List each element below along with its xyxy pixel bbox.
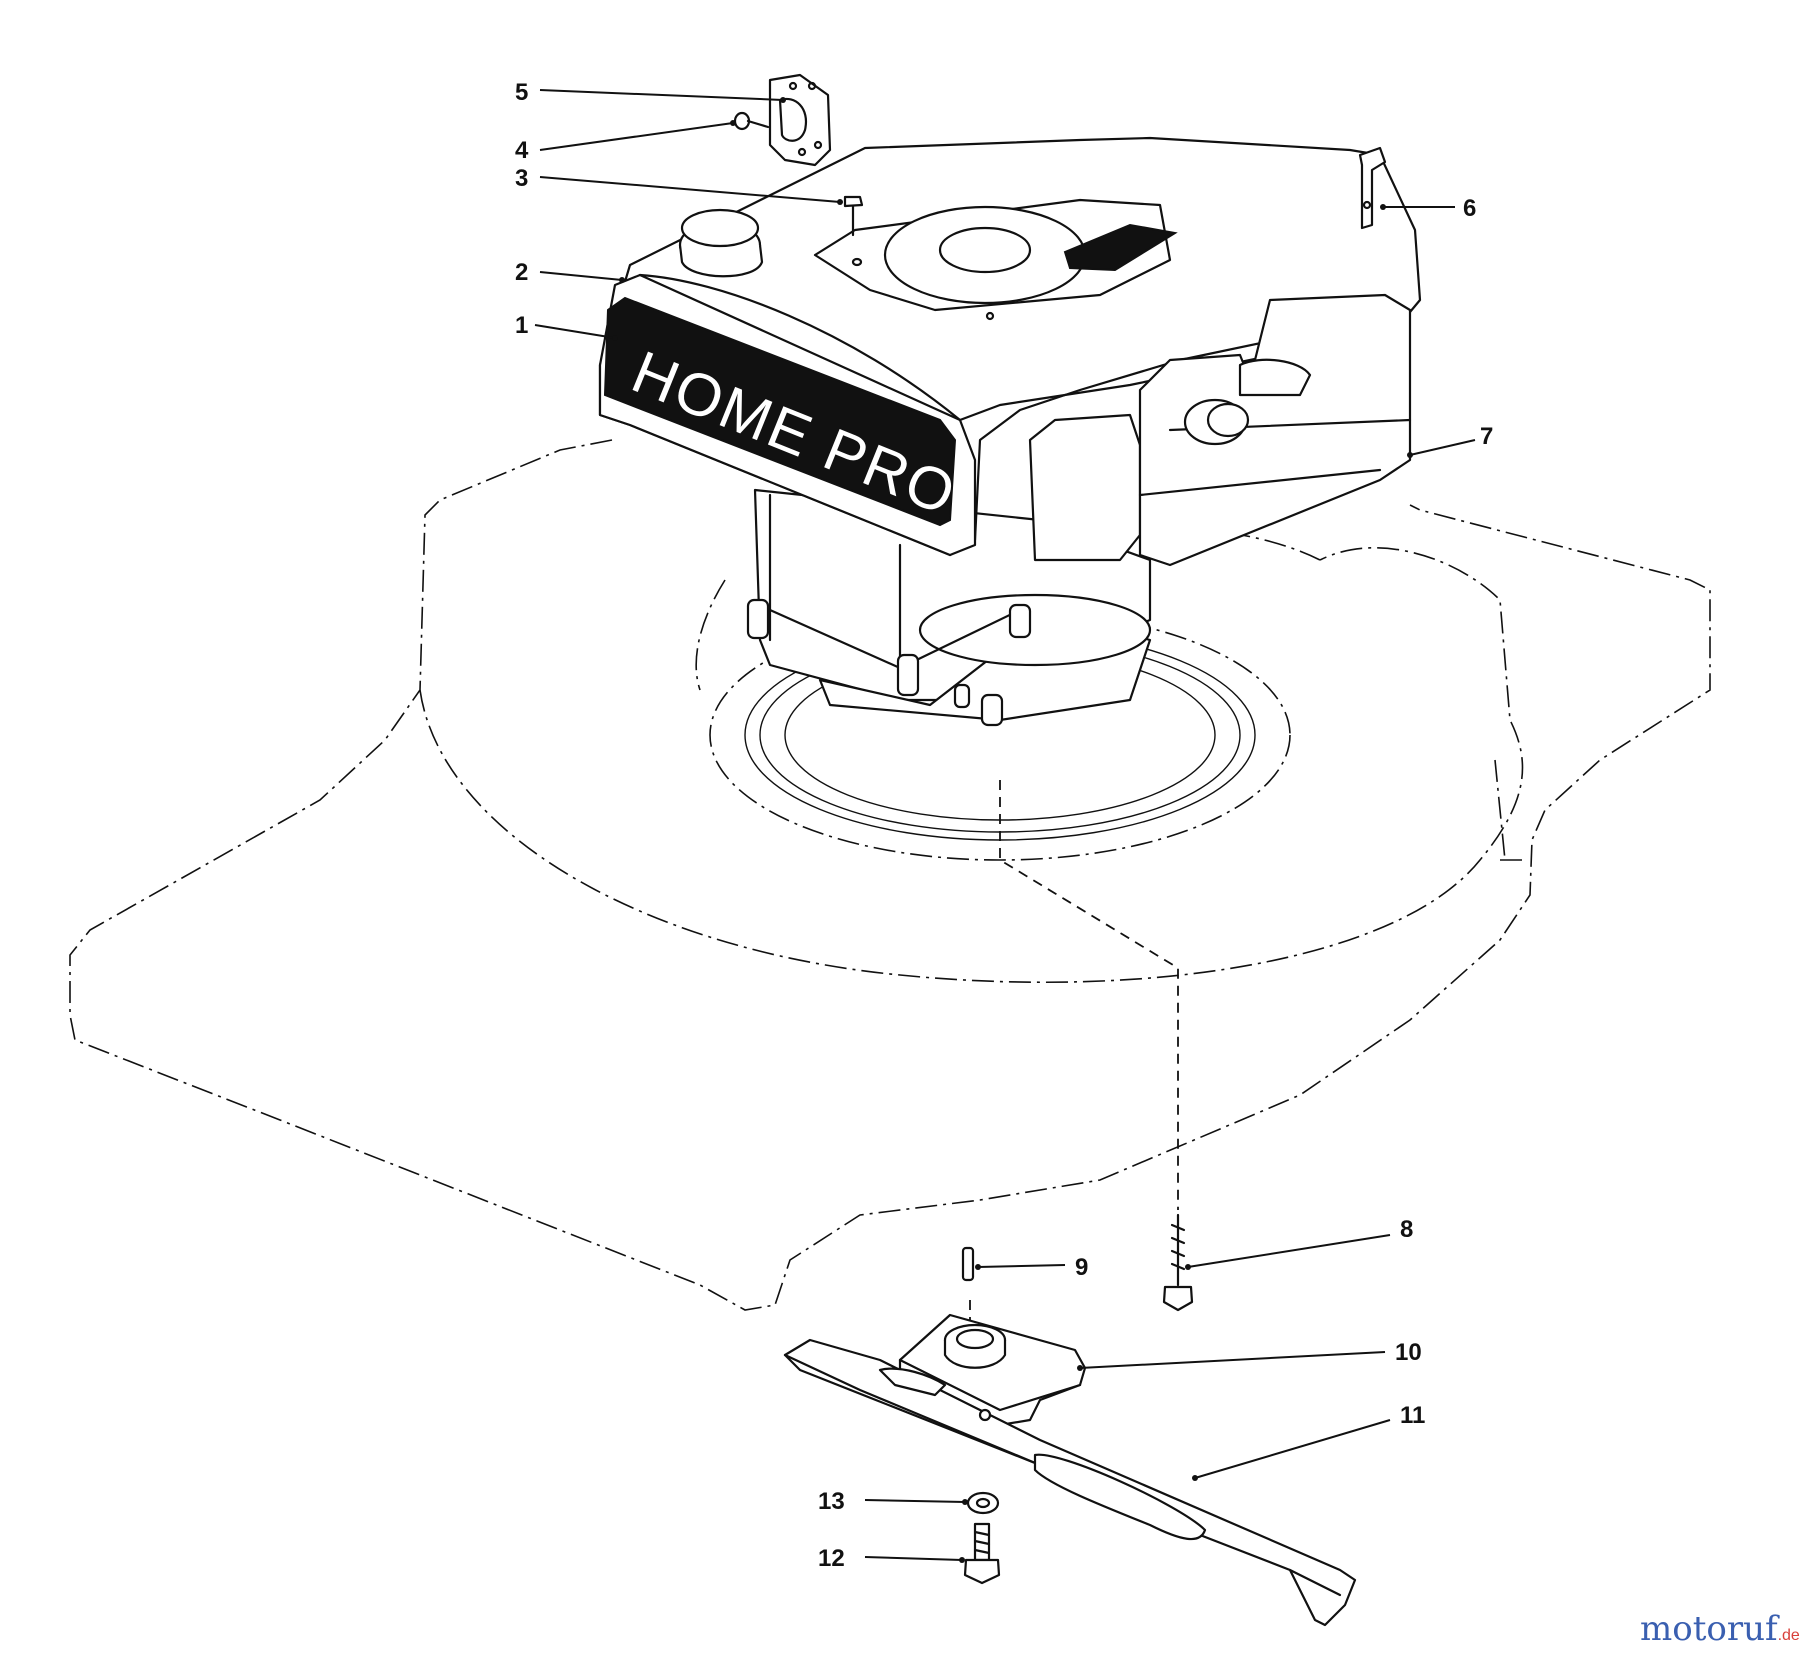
- callout-7: 7: [1480, 423, 1493, 450]
- svg-text:motoruf.de: motoruf.de: [1640, 1609, 1800, 1649]
- callout-6: 6: [1463, 195, 1476, 222]
- part-13-washer-icon: [966, 1491, 1000, 1515]
- callouts: 1 2 3 4 5 6 7 8 9 10: [515, 79, 1493, 1572]
- part-8-bolt-icon: [1162, 1213, 1194, 1312]
- engine-assembly: HOME PRO: [598, 136, 1422, 727]
- callout-2: 2: [515, 259, 528, 286]
- assembly-path-line: [999, 780, 1179, 1210]
- part-12-bolt-icon: [963, 1522, 1001, 1585]
- motoruf-watermark-logo: motoruf.de: [1640, 1609, 1800, 1649]
- watermark-main: motoruf: [1640, 1609, 1780, 1649]
- callout-10: 10: [1395, 1339, 1422, 1366]
- part-4-screw-icon: [733, 111, 770, 131]
- callout-11: 11: [1400, 1402, 1425, 1429]
- callout-4: 4: [515, 137, 529, 164]
- callout-5: 5: [515, 79, 528, 106]
- callout-12: 12: [818, 1545, 845, 1572]
- part-6-bracket: [1358, 146, 1387, 230]
- callout-1: 1: [515, 312, 528, 339]
- part-3-screw-icon: [843, 195, 864, 267]
- part-11-blade: [783, 1338, 1357, 1627]
- watermark-suffix: .de: [1778, 1627, 1800, 1644]
- callout-9: 9: [1075, 1254, 1088, 1281]
- part-5-bracket: [768, 73, 832, 167]
- base-bolt: [746, 598, 1032, 727]
- fuel-cap-icon: [678, 208, 764, 278]
- callout-13: 13: [818, 1488, 845, 1515]
- callout-3: 3: [515, 165, 528, 192]
- part-9-key-icon: [961, 1246, 975, 1282]
- callout-8: 8: [1400, 1216, 1413, 1243]
